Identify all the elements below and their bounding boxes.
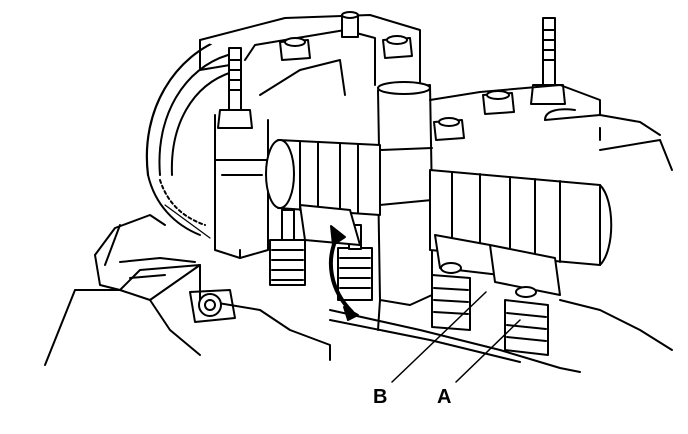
- cylinder-head-lower-casting: [44, 214, 331, 366]
- camshaft-pulley: [145, 36, 233, 239]
- cylinder-head-lower-edge: [329, 309, 581, 373]
- callout-label-a: A: [437, 386, 452, 408]
- callout-leader-b: [391, 291, 487, 383]
- callout-leader-a: [455, 319, 521, 383]
- camshaft-holder-center: [377, 81, 433, 331]
- valve-spring-right-1: [431, 262, 471, 331]
- stud-bolt-left: [217, 47, 253, 129]
- rocker-arm-left: [299, 204, 361, 246]
- camshaft-holder-right: [429, 84, 673, 351]
- rocker-arm-right-2: [489, 244, 561, 296]
- valve-spring-left-1: [269, 209, 306, 286]
- rotation-arrow: [328, 225, 359, 321]
- flange-nut-2: [382, 35, 413, 59]
- valve-spring-left-2: [337, 224, 373, 301]
- stud-bolt-right: [530, 17, 566, 105]
- flange-nut-3: [482, 90, 515, 115]
- flange-nut-4: [433, 117, 465, 141]
- stud-bolt-center: [341, 11, 359, 38]
- camshaft-holder-left: [199, 14, 421, 259]
- callout-label-b: B: [373, 386, 388, 408]
- valve-spring-right-2: [504, 286, 549, 356]
- flange-nut-1: [279, 37, 311, 61]
